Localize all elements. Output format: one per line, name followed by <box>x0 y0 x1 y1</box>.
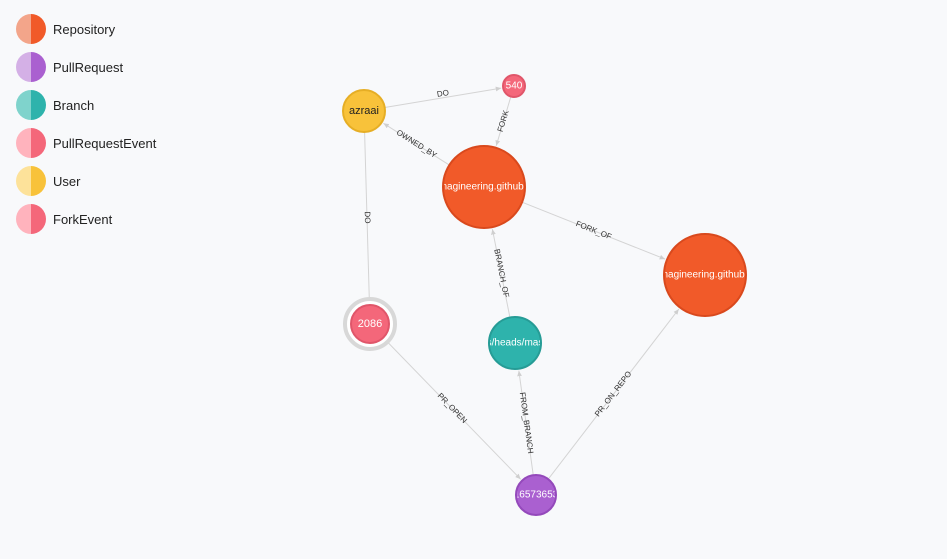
legend-item-repository[interactable]: Repository <box>16 10 156 48</box>
edge-line <box>547 308 680 480</box>
node-label: 2086 <box>358 318 382 330</box>
node-circle <box>488 316 542 370</box>
legend-item-pull-request-event[interactable]: PullRequestEvent <box>16 124 156 162</box>
edge-from-branch[interactable]: FROM_BRANCH <box>517 370 535 476</box>
legend-label: PullRequestEvent <box>53 135 157 151</box>
edge-do[interactable]: DO <box>363 131 372 304</box>
nodes-layer: azraai 540 nagineering.github. nagineering.… <box>342 74 747 516</box>
legend-item-pull-request[interactable]: PullRequest <box>16 48 156 86</box>
legend-item-branch[interactable]: Branch <box>16 86 156 124</box>
edge-owned-by[interactable]: OWNED_BY <box>383 122 450 166</box>
node-circle <box>442 145 526 229</box>
legend-swatch-icon <box>16 166 46 196</box>
legend-item-fork-event[interactable]: ForkEvent <box>16 200 156 238</box>
edge-line <box>491 229 511 318</box>
edge-fork-of[interactable]: FORK_OF <box>521 201 666 260</box>
edge-line <box>384 86 502 109</box>
edge-line <box>517 370 534 476</box>
legend-label: PullRequest <box>53 59 124 75</box>
legend-label: ForkEvent <box>53 211 113 227</box>
edge-label: BRANCH_OF <box>492 248 510 298</box>
node-fork-event-n540[interactable]: 540 <box>502 74 526 98</box>
node-pull-request-pr[interactable]: 16573653 <box>514 474 559 516</box>
node-circle <box>515 474 557 516</box>
legend-swatch-icon <box>16 52 46 82</box>
node-circle <box>663 233 747 317</box>
edge-line <box>383 122 450 166</box>
edge-label: FROM_BRANCH <box>518 392 535 455</box>
legend-swatch-icon <box>16 204 46 234</box>
legend-item-user[interactable]: User <box>16 162 156 200</box>
node-label: azraai <box>349 105 379 117</box>
edge-do[interactable]: DO <box>384 86 502 109</box>
node-circle <box>350 304 390 344</box>
node-label: nagineering.github. <box>441 182 526 193</box>
edge-label: FORK_OF <box>575 219 614 241</box>
node-circle <box>342 89 386 133</box>
edge-label: DO <box>363 211 372 223</box>
legend-swatch-icon <box>16 90 46 120</box>
edge-label: PR_ON_REPO <box>593 369 633 418</box>
edge-label: FORK <box>496 108 511 133</box>
edge-line <box>382 337 522 480</box>
edges-layer: DO FORK OWNED_BY DO FORK_OF BRANCH_OF PR_OPEN F… <box>363 86 680 480</box>
node-label: nagineering.github. <box>662 270 747 281</box>
node-branch-branch[interactable]: s/heads/mas <box>487 316 544 370</box>
legend-swatch-icon <box>16 128 46 158</box>
edge-label: PR_OPEN <box>436 391 469 425</box>
node-label: 540 <box>506 81 523 92</box>
edge-fork[interactable]: FORK <box>495 96 512 146</box>
legend-label: Branch <box>53 97 95 113</box>
node-user-azraai[interactable]: azraai <box>342 89 386 133</box>
legend-label: Repository <box>53 21 116 37</box>
node-label: s/heads/mas <box>487 338 544 349</box>
node-label: 16573653 <box>514 490 559 501</box>
node-pull-request-event-n2086[interactable]: 2086 <box>343 297 397 351</box>
edge-line <box>521 201 666 260</box>
node-repository-repo1[interactable]: nagineering.github. <box>441 145 526 229</box>
edge-label: OWNED_BY <box>395 128 439 160</box>
node-repository-repo2[interactable]: nagineering.github. <box>662 233 747 317</box>
edge-line <box>495 96 512 146</box>
edge-line <box>364 131 372 304</box>
edge-pr-on-repo[interactable]: PR_ON_REPO <box>547 308 680 480</box>
edge-branch-of[interactable]: BRANCH_OF <box>491 229 511 318</box>
node-circle <box>502 74 526 98</box>
legend-swatch-icon <box>16 14 46 44</box>
legend-label: User <box>53 173 81 189</box>
edge-label: DO <box>436 88 449 99</box>
